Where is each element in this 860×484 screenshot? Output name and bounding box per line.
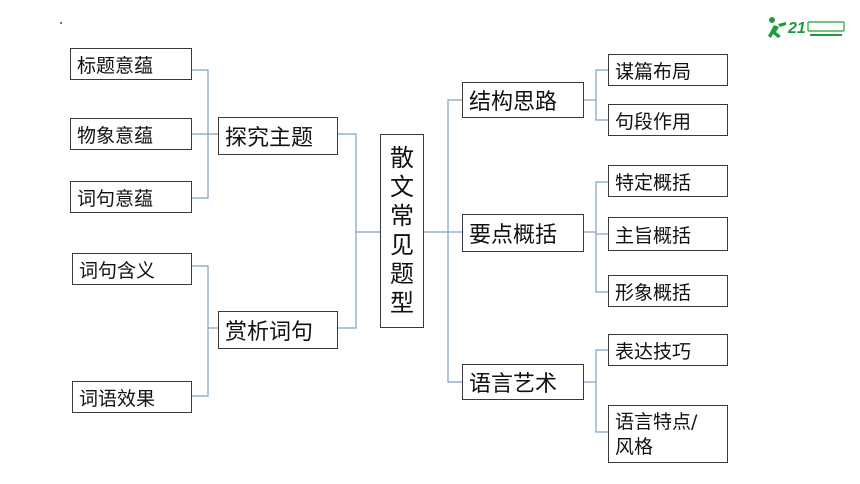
brand-logo: 21 <box>768 17 845 38</box>
node-language: 语言艺术 <box>462 364 584 400</box>
node-summary: 要点概括 <box>462 214 584 252</box>
bracket-left-to-root <box>338 133 357 329</box>
node-explore-theme: 探究主题 <box>218 117 338 155</box>
leaf-word-effect: 词语效果 <box>72 381 192 413</box>
leaf-layout: 谋篇布局 <box>608 54 728 86</box>
leaf-expression-skill: 表达技巧 <box>608 334 728 366</box>
bracket-appreciate-words <box>192 265 209 397</box>
root-char: 文 <box>390 173 414 201</box>
bracket-summary <box>595 181 608 293</box>
leaf-paragraph-role: 句段作用 <box>608 104 728 136</box>
bracket-language <box>595 349 608 433</box>
leaf-specific-summary: 特定概括 <box>608 165 728 197</box>
corner-dot <box>60 22 62 24</box>
root-char: 见 <box>390 231 414 259</box>
node-structure: 结构思路 <box>462 82 584 118</box>
leaf-object-meaning: 物象意蕴 <box>70 118 192 150</box>
root-char: 型 <box>390 289 414 317</box>
leaf-language-style: 语言特点/风格 <box>608 405 728 463</box>
bracket-root-to-right <box>447 99 462 383</box>
bracket-structure <box>595 69 608 121</box>
root-node: 散 文 常 见 题 型 <box>380 134 424 328</box>
svg-text:21: 21 <box>787 20 806 37</box>
leaf-phrase-meaning: 词句意蕴 <box>70 181 192 213</box>
leaf-phrase-sense: 词句含义 <box>72 253 192 285</box>
root-char: 散 <box>390 144 414 172</box>
leaf-title-meaning: 标题意蕴 <box>70 48 192 80</box>
leaf-theme-summary: 主旨概括 <box>608 217 728 251</box>
node-appreciate-words: 赏析词句 <box>218 311 338 349</box>
root-char: 常 <box>390 202 414 230</box>
root-char: 题 <box>390 260 414 288</box>
leaf-image-summary: 形象概括 <box>608 275 728 307</box>
